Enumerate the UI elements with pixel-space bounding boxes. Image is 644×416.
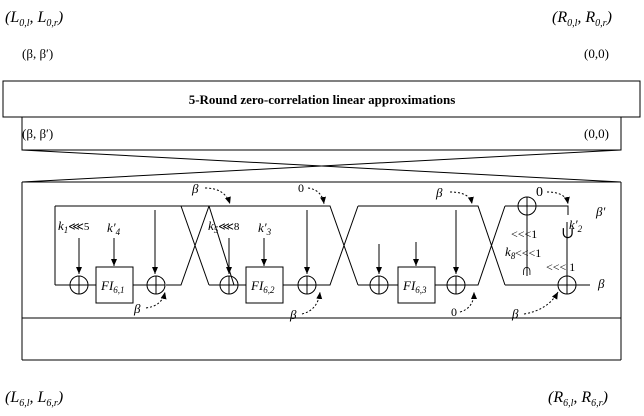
beta-arrow-1 — [204, 187, 231, 205]
xor4-cross — [316, 205, 359, 286]
zero-label-1: 0 — [298, 181, 304, 195]
fi-box-1 — [95, 266, 134, 304]
and-symbol: ∩ — [521, 262, 533, 279]
k4-label: k′4 — [107, 220, 121, 237]
beta-arrow-5 — [523, 291, 559, 315]
k1-label: k1⋘5 — [58, 218, 90, 235]
zero-arrow-3 — [459, 291, 477, 313]
zero-pair-mid: (0,0) — [584, 126, 609, 141]
xor-2 — [146, 275, 166, 295]
fi-label-2: FI6,2 — [250, 278, 275, 295]
or-symbol: ∪ — [561, 225, 574, 242]
bottom-left-label: (L6,l, L6,r) — [5, 389, 63, 409]
xor6-cross — [465, 205, 506, 286]
beta-arrow-2 — [449, 191, 474, 205]
beta-label-4: β — [289, 307, 297, 322]
fi-box-2 — [245, 266, 284, 304]
banner-title: 5-Round zero-correlation linear approxim… — [189, 92, 456, 107]
fo-top-route1 — [55, 205, 235, 286]
beta-prime-right: β′ — [595, 204, 605, 219]
banner-box — [2, 80, 641, 118]
xor-3 — [219, 275, 239, 295]
zero-label-3: 0 — [451, 305, 457, 319]
fi-box-3 — [397, 266, 436, 304]
fi-label-3: FI6,3 — [402, 278, 427, 295]
beta-label-2: β — [435, 185, 443, 200]
cross2-b — [209, 205, 359, 286]
beta-arrow-4 — [301, 291, 323, 315]
zero-arrow-1 — [307, 187, 326, 205]
k3-label: k′3 — [258, 220, 272, 237]
beta-label-5: β — [511, 306, 519, 321]
beta-label-1: β — [191, 181, 199, 196]
top-right-label: (R0,l, R0,r) — [552, 9, 612, 29]
beta-pair-top: (β, β′) — [22, 46, 53, 61]
xor-fl-top — [517, 196, 537, 216]
xor-4 — [297, 275, 317, 295]
zero-label-2: 0 — [536, 185, 543, 200]
beta-pair-mid: (β, β′) — [22, 126, 53, 141]
xor-1 — [69, 275, 89, 295]
zero-arrow-2 — [546, 191, 570, 205]
cross3-b — [358, 205, 506, 286]
k2-label: k′2 — [569, 217, 583, 234]
xor-fl-bottom — [557, 275, 577, 295]
rot-label-3: <<< 1 — [546, 260, 575, 274]
rot-label-1: <<<1 — [511, 227, 537, 241]
k8-label: k8 — [505, 244, 516, 261]
swap-line-2 — [21, 149, 622, 183]
zero-pair-top: (0,0) — [584, 46, 609, 61]
cross1-b — [180, 205, 210, 286]
xor2-cross — [166, 205, 210, 286]
rot-label-2: <<<1 — [515, 246, 541, 260]
beta-arrow-3 — [145, 291, 167, 309]
trapezoid-top — [21, 117, 622, 151]
k5-label: k5⋘8 — [208, 218, 240, 235]
xor-6 — [446, 275, 466, 295]
beta-right: β — [597, 276, 605, 291]
bottom-right-label: (R6,l, R6,r) — [548, 389, 608, 409]
fl-top-right — [536, 205, 569, 215]
xor-5 — [369, 275, 389, 295]
top-left-label: (L0,l, L0,r) — [5, 9, 63, 29]
fi-label-1: FI6,1 — [100, 278, 125, 295]
beta-label-3: β — [133, 301, 141, 316]
